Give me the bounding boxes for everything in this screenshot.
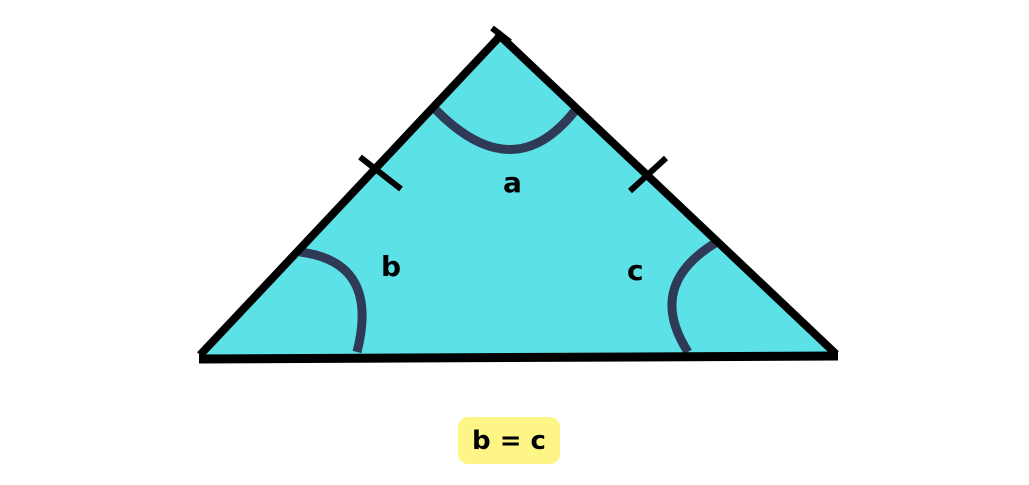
side-base [198,351,839,364]
angle-label-a: a [503,166,522,199]
equal-side-tick-left [358,154,403,192]
angle-label-c: c [627,254,644,287]
arc-c [667,238,720,355]
side-left [197,30,506,358]
apex-tick [490,25,512,45]
equal-side-tick-right [627,155,669,194]
arc-a [432,105,581,154]
equality-note: b = c [458,417,560,464]
equality-note-text: b = c [472,425,546,456]
angle-label-b: b [381,250,401,283]
side-right [494,30,839,357]
arc-b [299,247,367,354]
